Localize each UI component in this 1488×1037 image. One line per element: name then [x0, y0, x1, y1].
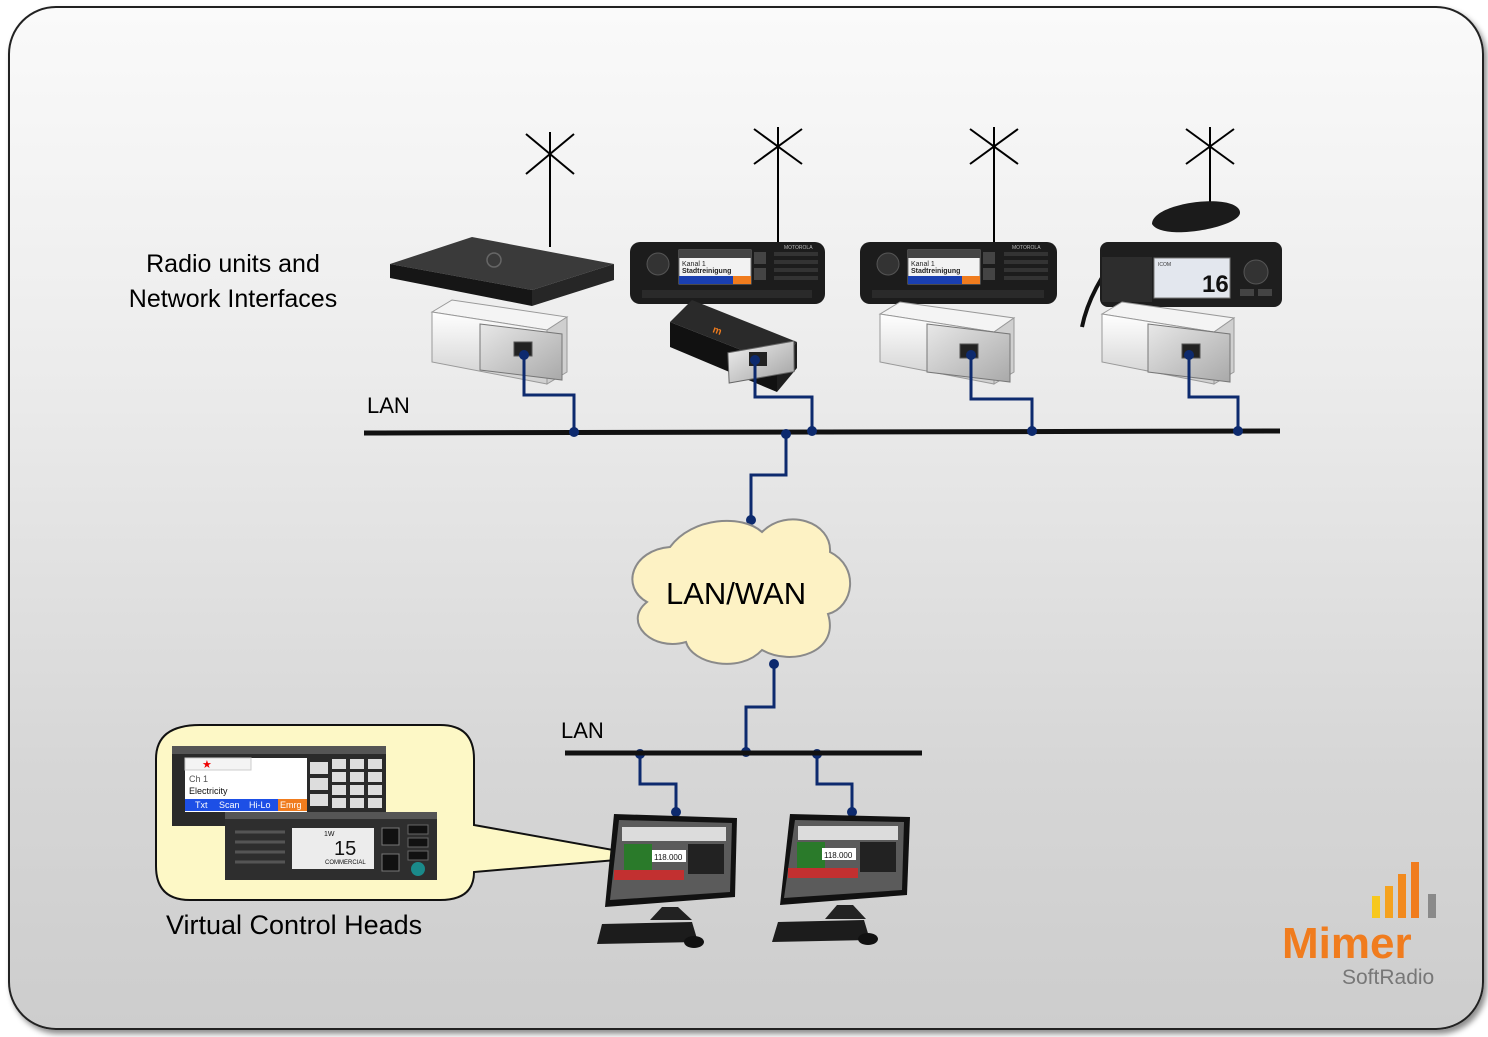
- svg-text:m: m: [711, 324, 723, 337]
- cloud-shape: [631, 518, 852, 665]
- virtual-control-head-screen: 1W 15 COMMERCIAL: [225, 812, 437, 880]
- lan-label-top: LAN: [367, 393, 410, 418]
- virtual-control-heads-label: Virtual Control Heads: [166, 910, 423, 940]
- vch-softkey: Hi-Lo: [249, 800, 271, 810]
- radio-display-line2: Stadtreinigung: [682, 268, 731, 275]
- rack-repeater-icon: [390, 237, 614, 306]
- network-interface-box-icon: [1100, 301, 1236, 385]
- network-diagram: Kanal 1 Stadtreinigung MOTOROLA Kanal 1 …: [155, 127, 1436, 989]
- marine-radio-icon: ICOM 16: [1080, 201, 1282, 328]
- vch-softkey: Emrg: [280, 800, 302, 810]
- network-interface-box-icon: m: [670, 300, 797, 392]
- mimer-logo: Mimer SoftRadio: [1282, 862, 1436, 989]
- radio-display-line1: Kanal 1: [682, 261, 706, 268]
- vch-softkey: Scan: [219, 800, 240, 810]
- mobile-radio-icon: Kanal 1 Stadtreinigung MOTOROLA: [630, 242, 825, 304]
- radio-brand: ICOM: [1158, 262, 1171, 268]
- antenna-icon: [969, 127, 1019, 247]
- antenna-icon: [753, 127, 803, 247]
- vch-softkey: Txt: [195, 800, 208, 810]
- logo-subtitle: SoftRadio: [1342, 966, 1434, 989]
- svg-text:★: ★: [202, 759, 212, 771]
- vch-channel: Ch 1: [189, 774, 208, 784]
- computer-monitor-icon: 118.000: [772, 814, 910, 945]
- antenna-icon: [1185, 127, 1235, 202]
- computer-monitor-icon: 118.000: [597, 814, 737, 948]
- diagram-frame: Kanal 1 Stadtreinigung MOTOROLA Kanal 1 …: [8, 6, 1484, 1030]
- vch-mode: COMMERCIAL: [325, 860, 366, 866]
- radio-brand: MOTOROLA: [1012, 245, 1041, 251]
- mobile-radio-icon: Kanal 1 Stadtreinigung MOTOROLA: [860, 242, 1057, 304]
- marine-channel: 16: [1202, 271, 1229, 298]
- logo-name: Mimer: [1282, 919, 1412, 968]
- lan-bus-top: [363, 428, 1281, 436]
- monitor-readout: 118.000: [824, 851, 853, 860]
- network-interface-box-icon: [430, 299, 569, 385]
- radio-display-line1: Kanal 1: [911, 261, 935, 268]
- vch-power: 1W: [324, 831, 335, 838]
- lan-label-bottom: LAN: [561, 718, 604, 743]
- vch-big-channel: 15: [334, 838, 356, 860]
- monitor-readout: 118.000: [654, 853, 683, 862]
- radio-brand: MOTOROLA: [784, 245, 813, 251]
- lan-wire: [522, 354, 1240, 812]
- lan-wan-label: LAN/WAN: [666, 576, 807, 611]
- radio-display-line2: Stadtreinigung: [911, 268, 960, 275]
- antenna-icon: [525, 132, 575, 247]
- vch-text: Electricity: [189, 786, 228, 796]
- lan-junction-dots: [519, 350, 1243, 817]
- network-interface-box-icon: [878, 301, 1016, 385]
